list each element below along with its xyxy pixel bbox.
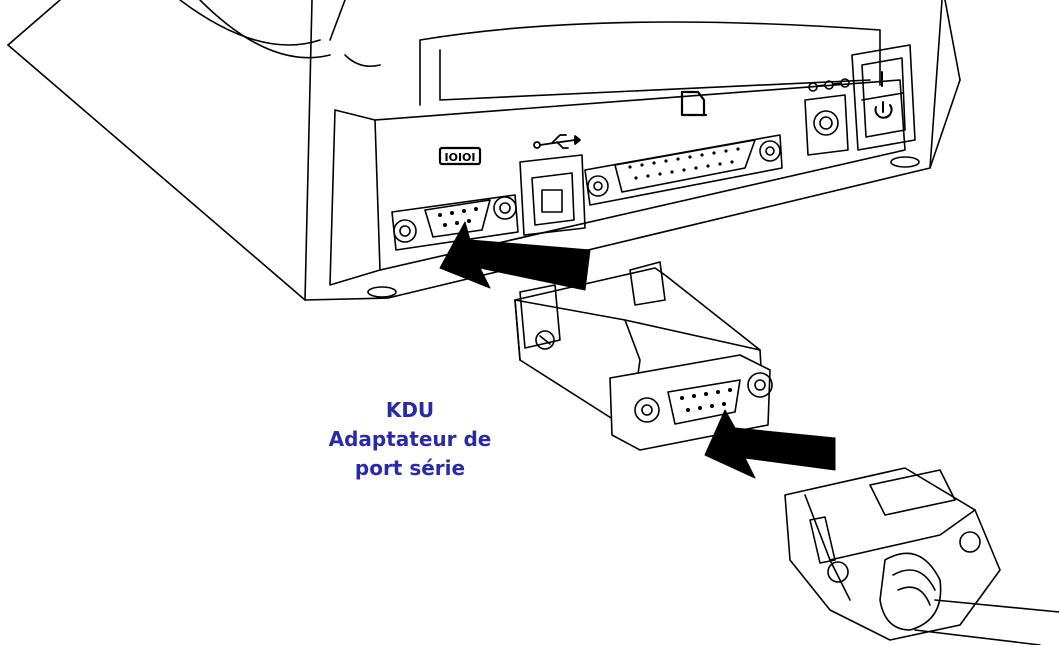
kdu-serial-adapter — [514, 261, 773, 451]
caption-line-3: port série — [354, 456, 466, 480]
caption-line-2: Adaptateur de — [328, 427, 492, 451]
usb-icon — [533, 134, 581, 149]
power-switch — [851, 44, 916, 151]
serial-cable — [914, 599, 1059, 645]
caption-line-1: KDU — [385, 398, 435, 422]
parallel-port-icon — [680, 90, 708, 117]
insert-arrow-cable-to-adapter — [704, 409, 836, 479]
serial-port — [391, 194, 519, 251]
printer-body — [7, 0, 961, 301]
svg-text:IOIOI: IOIOI — [445, 151, 476, 164]
insert-arrow-adapter-to-printer — [439, 221, 591, 291]
parallel-port — [584, 134, 783, 206]
dc-power-polarity-icon — [808, 78, 850, 92]
dc-power-jack — [804, 94, 849, 156]
usb-port — [519, 154, 586, 236]
power-switch-icon — [874, 71, 893, 119]
serial-cable-connector — [784, 467, 1001, 641]
adapter-caption: KDU Adaptateur de port série — [300, 396, 520, 483]
serial-port-icon: IOIOI — [438, 146, 482, 166]
parallel-pins — [628, 147, 740, 180]
